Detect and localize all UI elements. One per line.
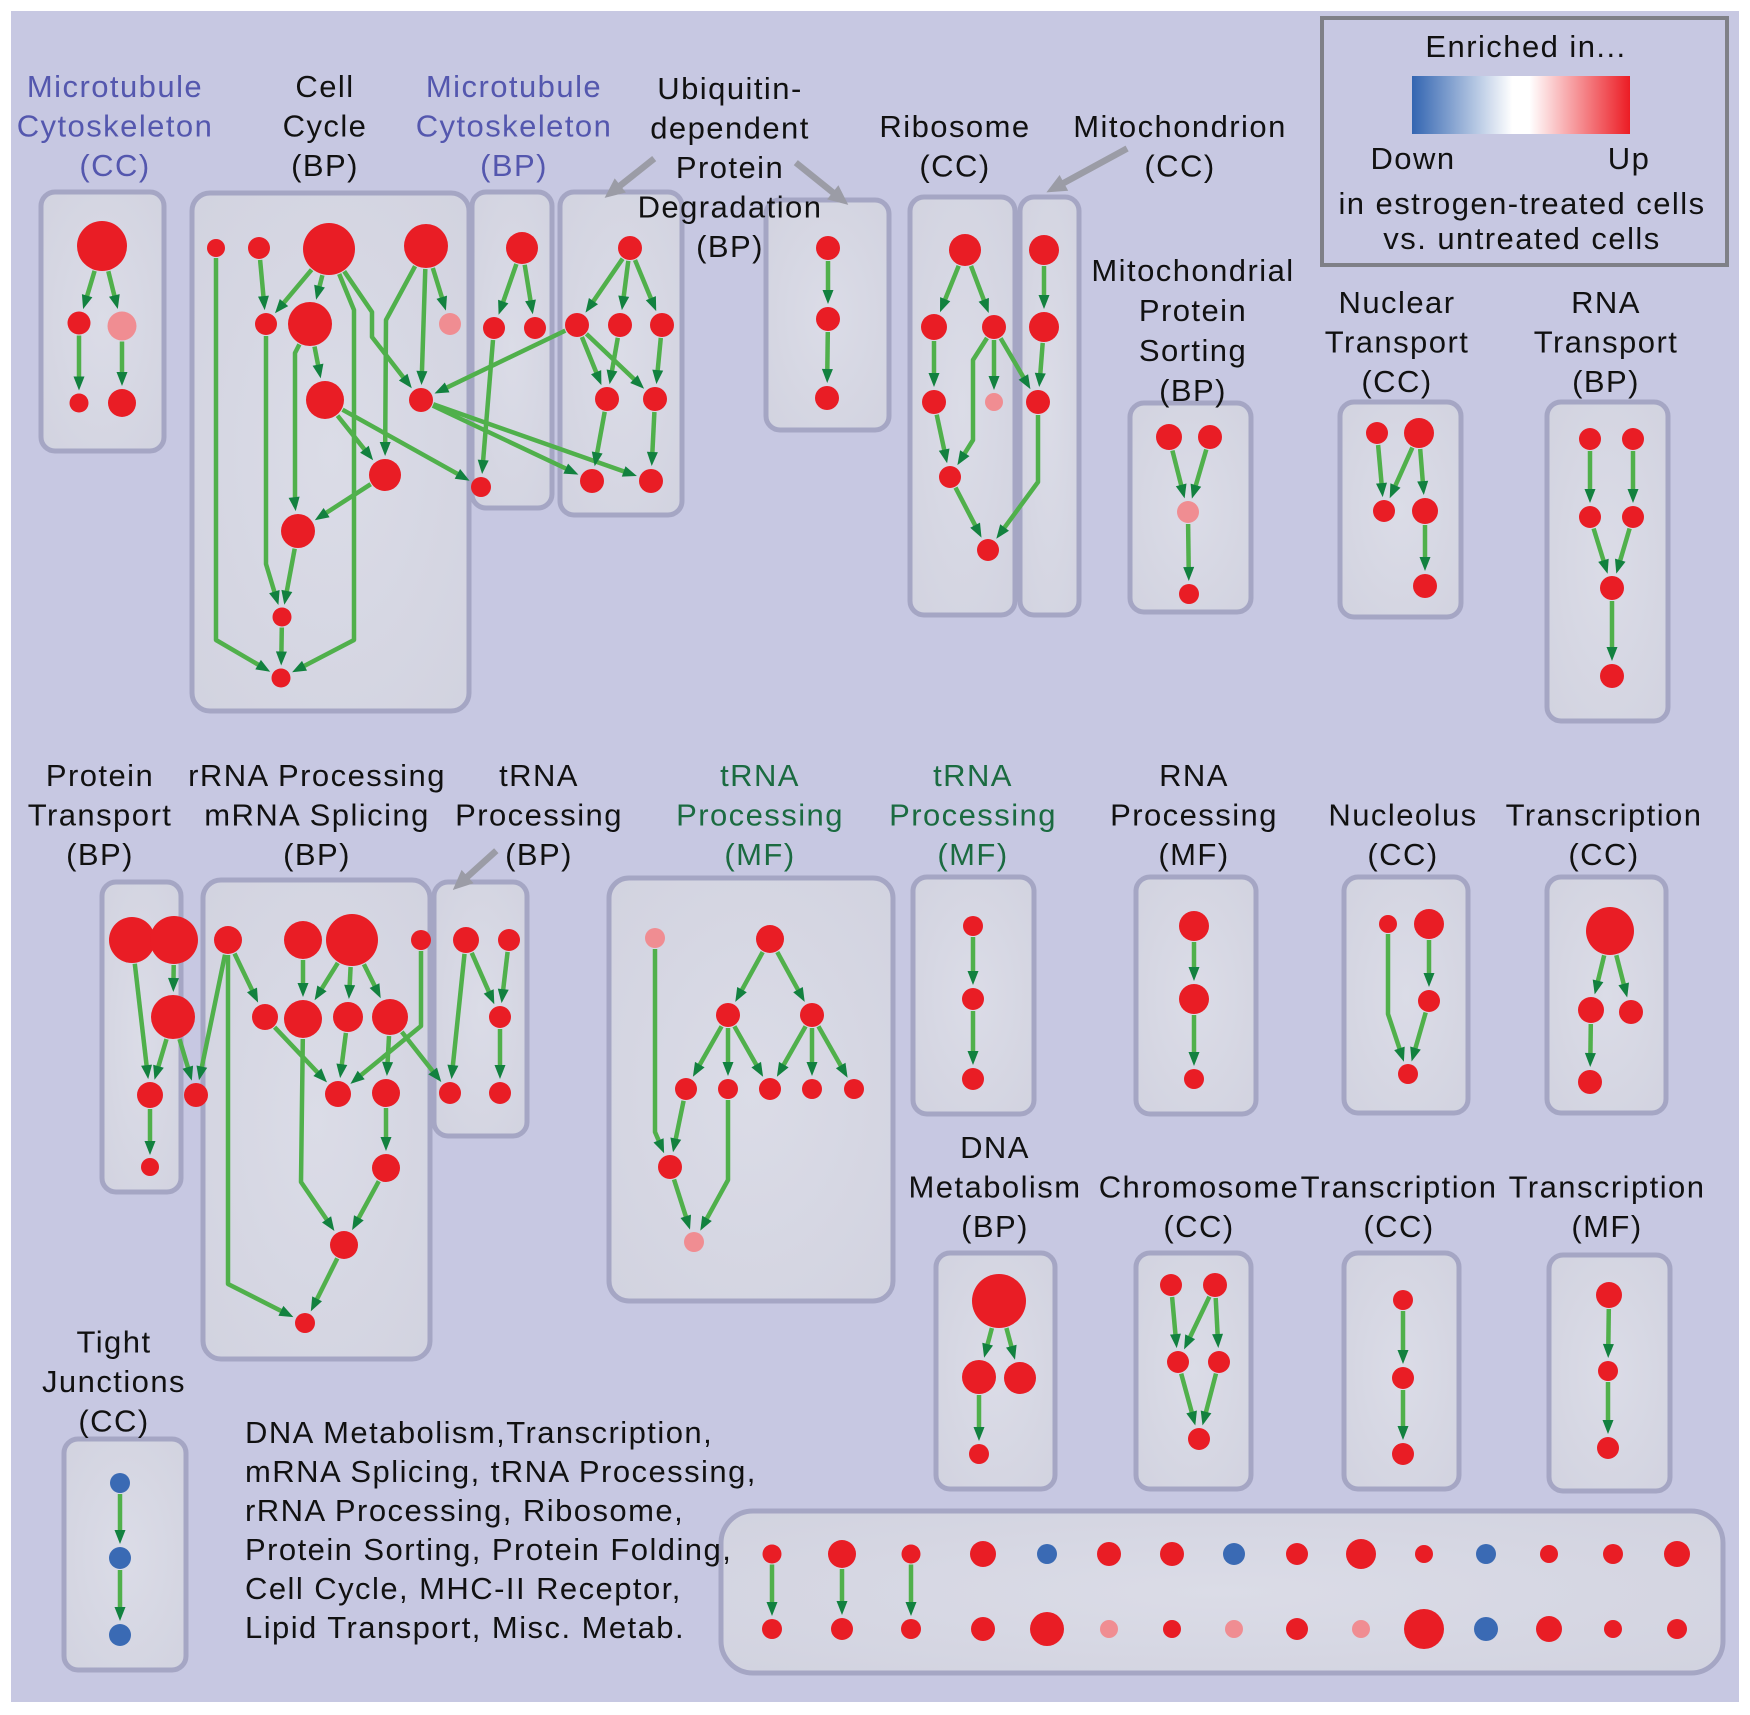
svg-text:(CC): (CC)	[1144, 149, 1215, 184]
svg-text:DNA Metabolism,Transcription,: DNA Metabolism,Transcription,	[245, 1415, 713, 1450]
svg-text:Cycle: Cycle	[283, 109, 368, 144]
svg-text:RNA: RNA	[1159, 758, 1229, 793]
svg-text:Microtubule: Microtubule	[426, 69, 602, 104]
svg-text:in estrogen-treated cells: in estrogen-treated cells	[1338, 186, 1705, 221]
svg-text:Degradation: Degradation	[638, 190, 823, 225]
svg-text:Sorting: Sorting	[1139, 333, 1247, 368]
svg-text:Enriched in...: Enriched in...	[1425, 29, 1626, 64]
svg-text:vs. untreated cells: vs. untreated cells	[1383, 221, 1660, 256]
svg-text:Transport: Transport	[1534, 325, 1679, 360]
svg-text:Ubiquitin-: Ubiquitin-	[657, 71, 802, 106]
svg-text:Down: Down	[1370, 141, 1455, 176]
svg-text:Lipid Transport, Misc. Metab.: Lipid Transport, Misc. Metab.	[245, 1610, 685, 1645]
svg-text:(BP): (BP)	[291, 148, 359, 183]
svg-text:(CC): (CC)	[1363, 1209, 1434, 1244]
svg-text:Transcription: Transcription	[1509, 1170, 1706, 1205]
svg-text:Cell: Cell	[295, 69, 354, 104]
svg-text:Nucleolus: Nucleolus	[1328, 798, 1477, 833]
svg-text:tRNA: tRNA	[499, 758, 579, 793]
svg-text:Mitochondrion: Mitochondrion	[1073, 109, 1287, 144]
svg-text:(MF): (MF)	[937, 837, 1008, 872]
svg-text:(MF): (MF)	[1158, 837, 1229, 872]
svg-text:tRNA: tRNA	[933, 758, 1013, 793]
svg-text:DNA: DNA	[960, 1130, 1030, 1165]
svg-text:Ribosome: Ribosome	[879, 109, 1030, 144]
svg-text:(BP): (BP)	[1159, 373, 1227, 408]
svg-text:Processing: Processing	[676, 798, 844, 833]
svg-text:(MF): (MF)	[1571, 1209, 1642, 1244]
svg-text:(CC): (CC)	[78, 1404, 149, 1439]
svg-text:rRNA Processing, Ribosome,: rRNA Processing, Ribosome,	[245, 1493, 684, 1528]
svg-text:(BP): (BP)	[480, 148, 548, 183]
svg-text:Junctions: Junctions	[42, 1364, 186, 1399]
svg-text:(MF): (MF)	[724, 837, 795, 872]
svg-text:(CC): (CC)	[1163, 1209, 1234, 1244]
svg-text:(BP): (BP)	[1572, 364, 1640, 399]
svg-text:(BP): (BP)	[283, 837, 351, 872]
svg-text:tRNA: tRNA	[720, 758, 800, 793]
svg-text:Cytoskeleton: Cytoskeleton	[416, 109, 613, 144]
svg-text:(BP): (BP)	[696, 229, 764, 264]
svg-text:Tight: Tight	[76, 1325, 151, 1360]
svg-text:mRNA Splicing, tRNA Processing: mRNA Splicing, tRNA Processing,	[245, 1454, 757, 1489]
svg-text:(CC): (CC)	[1568, 837, 1639, 872]
svg-text:mRNA Splicing: mRNA Splicing	[204, 798, 430, 833]
svg-text:Protein: Protein	[46, 758, 154, 793]
svg-text:(CC): (CC)	[79, 148, 150, 183]
svg-text:Processing: Processing	[889, 798, 1057, 833]
svg-text:Cytoskeleton: Cytoskeleton	[17, 109, 214, 144]
svg-text:Protein: Protein	[676, 150, 784, 185]
svg-text:dependent: dependent	[650, 111, 810, 146]
svg-text:(BP): (BP)	[961, 1209, 1029, 1244]
svg-text:(BP): (BP)	[505, 837, 573, 872]
svg-text:Up: Up	[1608, 141, 1651, 176]
svg-text:Transport: Transport	[28, 798, 173, 833]
svg-text:Processing: Processing	[455, 798, 623, 833]
svg-text:Processing: Processing	[1110, 798, 1278, 833]
svg-text:(CC): (CC)	[919, 149, 990, 184]
svg-text:Transcription: Transcription	[1506, 798, 1703, 833]
svg-text:rRNA Processing: rRNA Processing	[188, 758, 446, 793]
svg-text:(CC): (CC)	[1367, 837, 1438, 872]
svg-text:Nuclear: Nuclear	[1339, 285, 1456, 320]
svg-text:RNA: RNA	[1571, 285, 1641, 320]
svg-text:Protein Sorting, Protein Foldi: Protein Sorting, Protein Folding,	[245, 1532, 732, 1567]
svg-text:Transcription: Transcription	[1301, 1170, 1498, 1205]
svg-text:Microtubule: Microtubule	[27, 69, 203, 104]
svg-text:Transport: Transport	[1325, 325, 1470, 360]
svg-text:(BP): (BP)	[66, 837, 134, 872]
svg-text:(CC): (CC)	[1361, 364, 1432, 399]
svg-text:Cell Cycle, MHC-II Receptor,: Cell Cycle, MHC-II Receptor,	[245, 1571, 682, 1606]
svg-text:Metabolism: Metabolism	[909, 1170, 1082, 1205]
svg-text:Protein: Protein	[1139, 293, 1247, 328]
svg-text:Chromosome: Chromosome	[1099, 1170, 1300, 1205]
svg-text:Mitochondrial: Mitochondrial	[1091, 253, 1294, 288]
